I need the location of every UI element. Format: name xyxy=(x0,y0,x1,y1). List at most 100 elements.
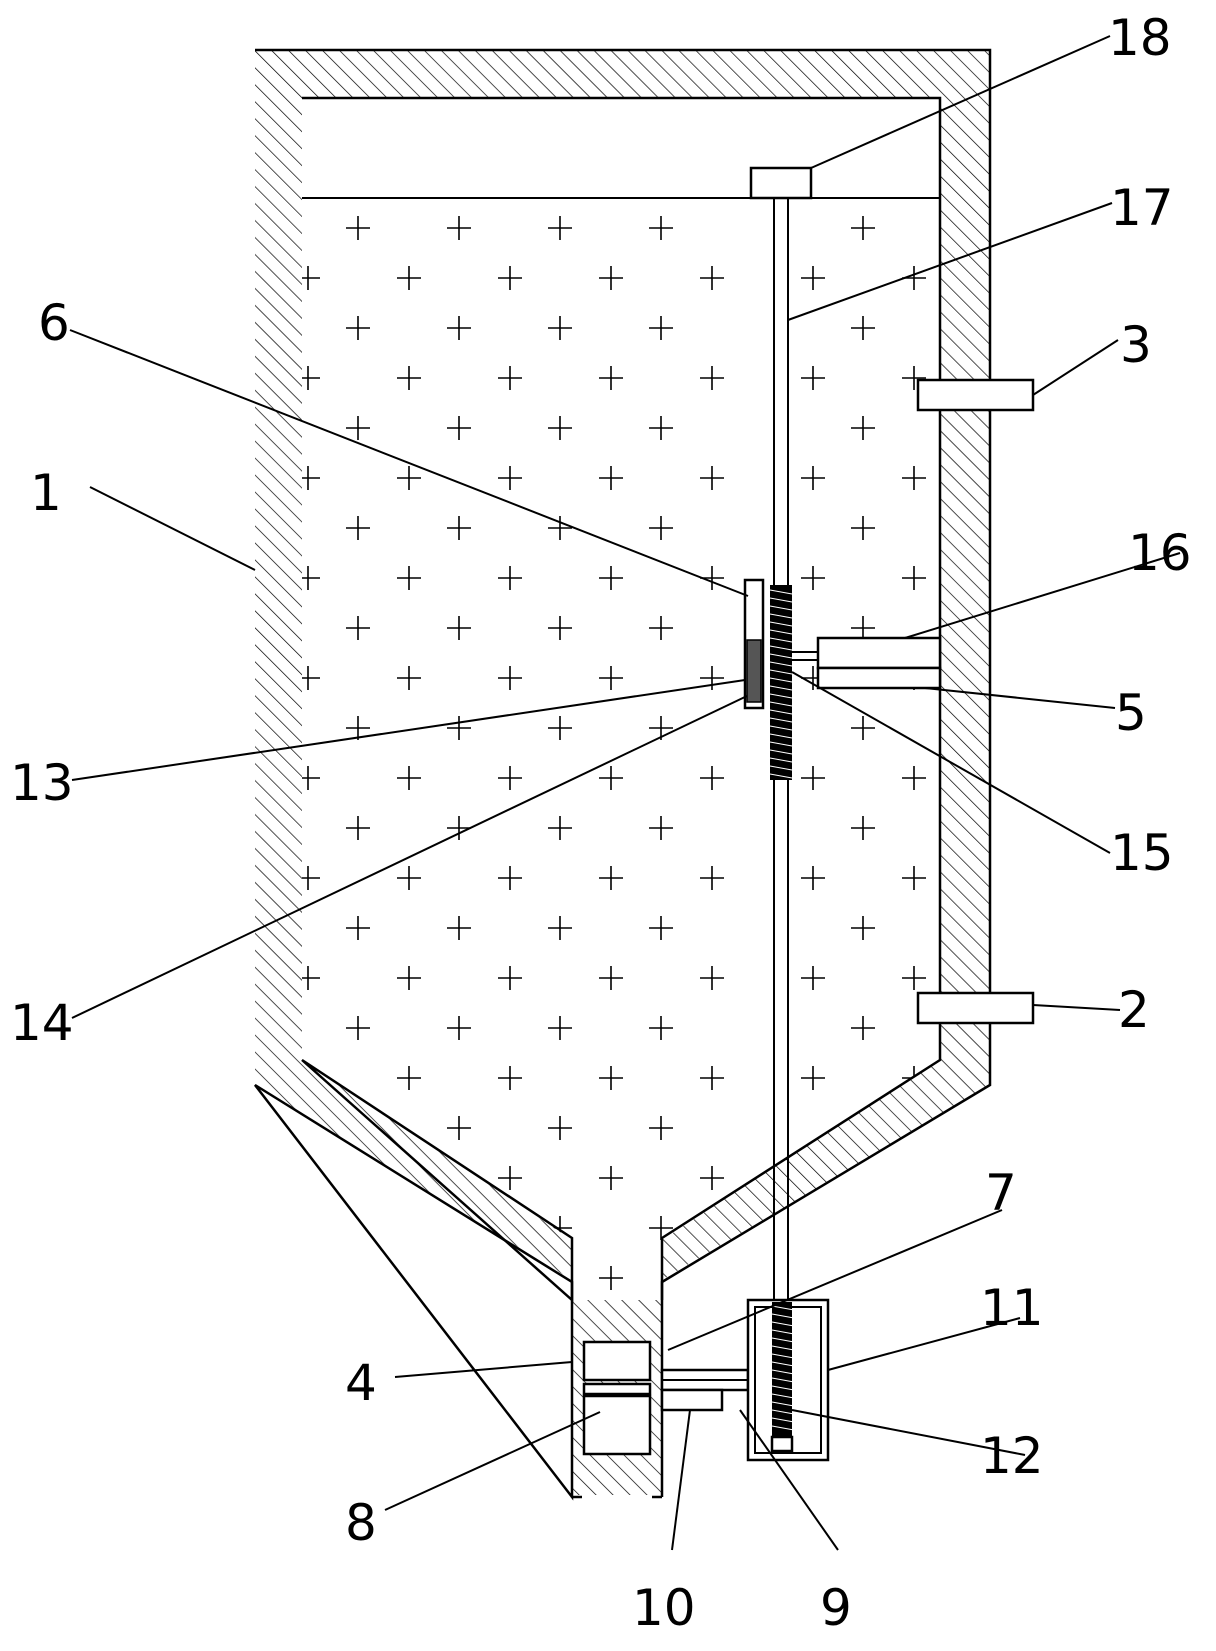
rack-tooth xyxy=(769,733,793,739)
material-mark xyxy=(599,266,623,290)
label-11: 11 xyxy=(980,1279,1044,1337)
material-mark xyxy=(302,466,320,490)
material-mark xyxy=(498,1166,522,1190)
rack-tooth xyxy=(769,725,793,731)
material-mark xyxy=(346,816,370,840)
material-mark xyxy=(548,1116,572,1140)
rack-tooth xyxy=(769,621,793,627)
rod-top-cap xyxy=(749,166,813,200)
material-mark xyxy=(1003,266,1027,290)
material-mark xyxy=(902,466,926,490)
material-mark xyxy=(1053,1116,1077,1140)
material-mark xyxy=(599,666,623,690)
material-mark xyxy=(599,566,623,590)
material-mark xyxy=(801,366,825,390)
material-mark xyxy=(1053,516,1077,540)
rack-tooth xyxy=(771,1305,795,1311)
label-18: 18 xyxy=(1108,9,1172,67)
label-17: 17 xyxy=(1110,179,1174,237)
rack-tooth xyxy=(769,637,793,643)
material-mark xyxy=(447,1216,471,1240)
material-mark xyxy=(1053,316,1077,340)
material-mark xyxy=(346,316,370,340)
material-mark xyxy=(851,516,875,540)
material-mark xyxy=(498,766,522,790)
material-mark xyxy=(851,316,875,340)
material-mark xyxy=(599,1166,623,1190)
material-mark xyxy=(649,216,673,240)
material-mark xyxy=(548,1016,572,1040)
rack-tooth xyxy=(769,741,793,747)
label-16: 16 xyxy=(1128,524,1192,582)
material-mark xyxy=(498,666,522,690)
material-mark xyxy=(649,616,673,640)
material-mark xyxy=(548,916,572,940)
material-mark xyxy=(902,1266,926,1290)
material-mark xyxy=(902,566,926,590)
material-mark xyxy=(700,866,724,890)
label-7: 7 xyxy=(985,1164,1017,1222)
material-mark xyxy=(801,966,825,990)
material-mark xyxy=(801,266,825,290)
material-mark xyxy=(498,1066,522,1090)
leader-lines xyxy=(69,35,1181,1551)
label-3: 3 xyxy=(1120,316,1152,374)
lower-level-sensor xyxy=(916,991,1035,1025)
material-mark xyxy=(346,216,370,240)
material-mark xyxy=(700,1266,724,1290)
material-mark xyxy=(397,366,421,390)
material-mark xyxy=(1053,716,1077,740)
material-mark xyxy=(346,916,370,940)
tank-wall xyxy=(254,48,992,1501)
material-mark xyxy=(302,1166,320,1190)
rack-tooth xyxy=(771,1361,795,1367)
material-mark xyxy=(700,266,724,290)
material-mark xyxy=(851,816,875,840)
upper-rack xyxy=(769,585,793,780)
rack-tooth xyxy=(769,765,793,771)
material-mark xyxy=(302,266,320,290)
material-mark xyxy=(447,916,471,940)
material-mark xyxy=(902,966,926,990)
material-mark xyxy=(700,666,724,690)
rack-tooth xyxy=(769,589,793,595)
material-mark xyxy=(700,966,724,990)
rack-tooth xyxy=(769,613,793,619)
label-5: 5 xyxy=(1115,684,1147,742)
material-mark xyxy=(548,316,572,340)
material-mark xyxy=(1053,1216,1077,1240)
label-13: 13 xyxy=(10,754,74,812)
material-mark xyxy=(346,716,370,740)
rack-tooth xyxy=(771,1401,795,1407)
motor-assembly xyxy=(792,636,942,690)
material-mark xyxy=(851,716,875,740)
material-mark xyxy=(447,716,471,740)
material-mark xyxy=(851,1016,875,1040)
rack-tooth xyxy=(769,677,793,683)
material-mark xyxy=(1053,916,1077,940)
rack-tooth xyxy=(769,757,793,763)
material-mark xyxy=(447,1016,471,1040)
material-mark xyxy=(447,616,471,640)
material-mark xyxy=(447,216,471,240)
material-mark xyxy=(302,766,320,790)
label-2: 2 xyxy=(1118,981,1150,1039)
label-14: 14 xyxy=(10,994,74,1052)
label-9: 9 xyxy=(820,1579,852,1637)
material-mark xyxy=(447,516,471,540)
rack-tooth xyxy=(769,597,793,603)
material-mark xyxy=(902,766,926,790)
rack-tooth xyxy=(771,1353,795,1359)
material-mark xyxy=(346,516,370,540)
material-mark xyxy=(302,366,320,390)
valve-shaft xyxy=(660,1368,750,1412)
rack-tooth xyxy=(769,605,793,611)
material-mark xyxy=(1003,666,1027,690)
material-mark xyxy=(902,366,926,390)
material-mark xyxy=(851,216,875,240)
material-mark xyxy=(700,1166,724,1190)
material-mark xyxy=(498,866,522,890)
material-mark xyxy=(599,966,623,990)
material-mark xyxy=(700,766,724,790)
rack-tooth xyxy=(771,1369,795,1375)
